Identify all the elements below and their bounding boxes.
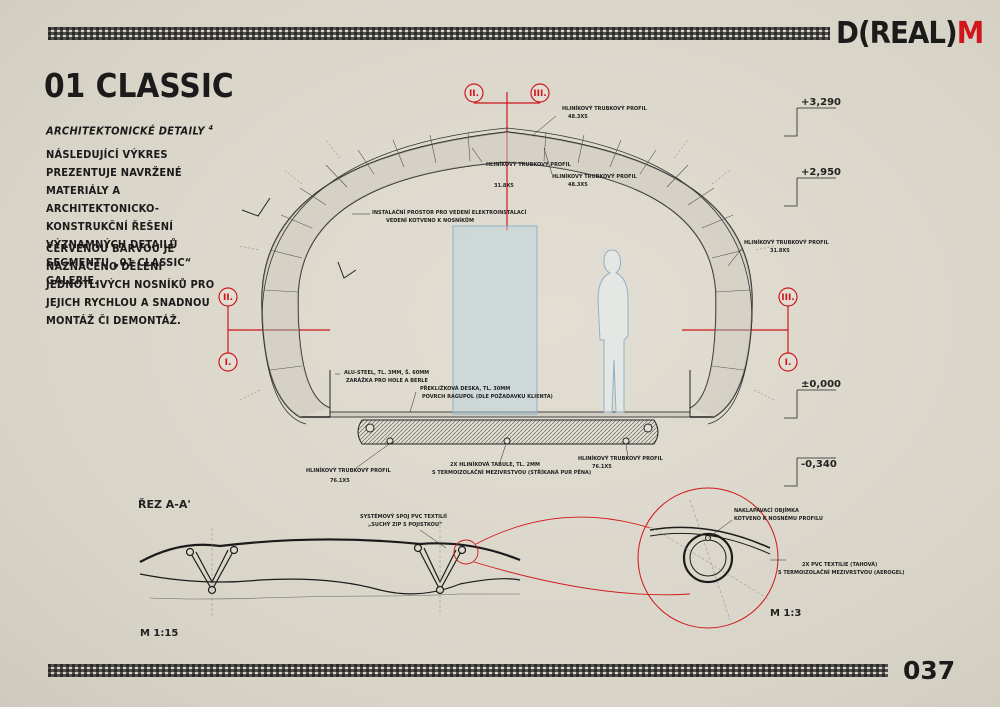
section-mark-i-left: I. [218, 352, 238, 372]
glass-panel [452, 225, 538, 415]
scale-1-15: M 1:15 [140, 628, 178, 639]
label-pvc: 2X PVC TEXTILIE (TAHOVÁ) [802, 561, 877, 568]
label-pvc-2: S TERMOIZOLAČNÍ MEZIVRSTVOU (AEROGEL) [778, 568, 905, 576]
section-mark-iii-right: III. [778, 287, 798, 353]
svg-text:II.: II. [223, 293, 233, 303]
description-paragraph-1: Následující výkres prezentuje navržené m… [46, 148, 192, 287]
tunnel-arch [239, 127, 775, 425]
label-panels-2: S TERMOIZOLAČNÍ MEZIVRSTVOU (STŘÍKANÁ PU… [432, 468, 591, 476]
scale-1-3: M 1:3 [770, 608, 801, 619]
label-profile-mid2-size: 48.3X5 [568, 182, 588, 188]
label-profile-right-size: 31.8X5 [770, 248, 790, 254]
level-0340: -0,340 [801, 459, 837, 470]
label-profile-bottom-right-size: 76.1X5 [592, 464, 612, 470]
svg-text:II.: II. [469, 89, 479, 99]
section-mark-iii-top: III. [530, 83, 550, 103]
svg-text:I.: I. [785, 358, 792, 368]
label-profile-bottom-right: HLINÍKOVÝ TRUBKOVÝ PROFIL [578, 454, 663, 462]
top-pattern-strip [48, 27, 830, 40]
svg-text:III.: III. [533, 89, 546, 99]
label-profile-top: HLINÍKOVÝ TRUBKOVÝ PROFIL [562, 104, 647, 112]
person-silhouette [597, 249, 629, 413]
label-profile-mid-size: 31.8X5 [494, 183, 514, 189]
svg-text:III.: III. [781, 293, 794, 303]
section-aa-drawing [139, 520, 521, 616]
section-mark-i-right: I. [778, 352, 798, 372]
description-paragraph-2: Červenou barvou je naznačeno dělení jedn… [46, 242, 215, 327]
label-clip: NAKLAPÁVACÍ OBJÍMKA [734, 506, 799, 514]
label-profile-right: HLINÍKOVÝ TRUBKOVÝ PROFIL [744, 238, 829, 246]
detail-m13-drawing [637, 487, 786, 629]
label-profile-bottom-left-size: 76.1X5 [330, 478, 350, 484]
page-title: 01 CLASSIC [44, 66, 234, 105]
arch-ribs [263, 131, 751, 371]
leader-lines [335, 115, 743, 469]
label-deck-2: POVRCH RAGUPOL (DLE POŽADAVKU KLIENTA) [422, 392, 553, 400]
level-markers [784, 107, 836, 487]
label-panels: 2X HLINÍKOVÁ TABULE, TL. 2MM [450, 460, 540, 468]
level-2950: +2,950 [801, 167, 841, 178]
section-mark-ii-left: II. [218, 287, 238, 353]
section-title: ŘEZ A-A' [138, 498, 191, 511]
label-textile-joint-2: „SUCHÝ ZIP S POJISTKOU“ [368, 521, 442, 528]
label-deck: PŘEKLIŽKOVÁ DESKA, TL. 30MM [420, 384, 510, 392]
level-3290: +3,290 [801, 97, 841, 108]
detail-callout [453, 516, 691, 596]
label-profile-bottom-left: HLINÍKOVÝ TRUBKOVÝ PROFIL [306, 466, 391, 474]
page-number: 037 [903, 656, 956, 685]
level-0000: ±0,000 [801, 379, 841, 390]
label-textile-joint: SYSTÉMOVÝ SPOJ PVC TEXTILIÍ [360, 512, 447, 520]
label-alu-steel-2: ZARÁŽKA PRO HOLE A BERLE [346, 376, 428, 384]
brand-logo: D(REAL)M [836, 16, 984, 51]
bottom-pattern-strip [48, 664, 888, 677]
page-subtitle: ARCHITEKTONICKÉ DETAILY 4 [46, 124, 214, 138]
label-install-space: INSTALAČNÍ PROSTOR PRO VEDENÍ ELEKTROINS… [372, 208, 526, 216]
radial-guides [239, 139, 775, 401]
label-profile-mid2: HLINÍKOVÝ TRUBKOVÝ PROFIL [552, 172, 637, 180]
section-mark-ii-top: II. [464, 83, 484, 103]
direction-markers [241, 197, 357, 279]
label-profile-top-size: 48.3X5 [568, 114, 588, 120]
label-profile-mid: HLINÍKOVÝ TRUBKOVÝ PROFIL [486, 160, 571, 168]
svg-text:I.: I. [225, 358, 232, 368]
label-install-space-2: VEDENÍ KOTVENO K NOSNÍKŮM [386, 216, 474, 224]
label-clip-2: KOTVENO K NOSNÉMU PROFILU [734, 514, 823, 522]
label-alu-steel: ALU-STEEL, TL. 3MM, Š. 60MM [344, 369, 429, 376]
